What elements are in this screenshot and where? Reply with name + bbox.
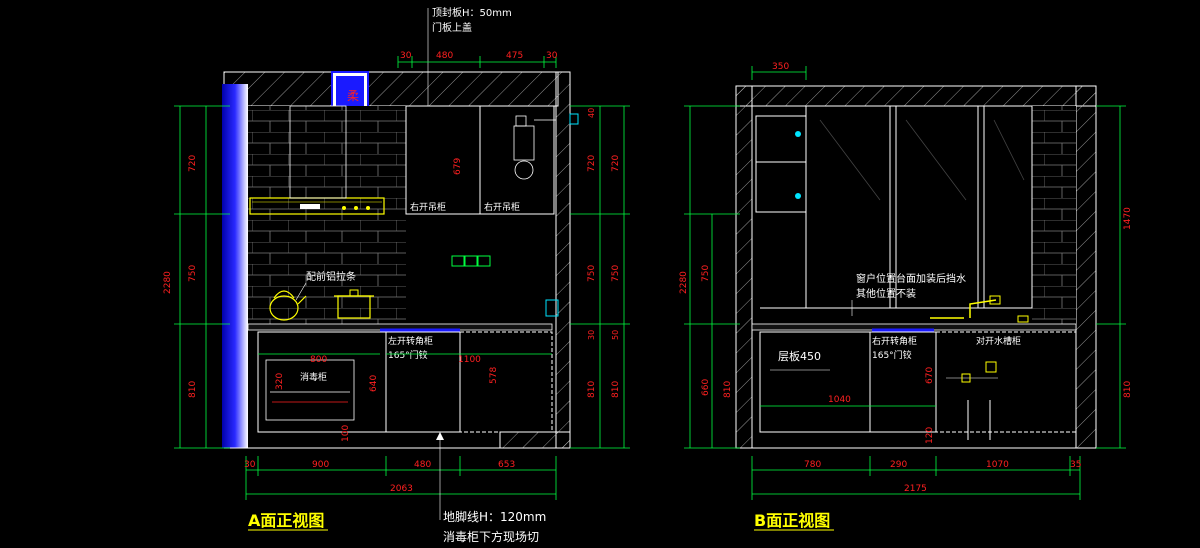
a-right-dim-5: 30 (587, 330, 596, 340)
a-top-dim-3: 475 (506, 51, 523, 61)
a-wall-cabinet-left-label: 右开吊柜 (410, 201, 446, 213)
a-right-dim-2: 750 (587, 265, 597, 282)
a-corner-label-2: 165°门铰 (388, 349, 428, 361)
a-plinth-note-2: 消毒柜下方现场切 (443, 529, 539, 544)
a-base-right (459, 331, 553, 433)
view-a: 柔 右开吊柜 右开吊柜 679 (163, 6, 630, 544)
a-top-dim-2: 480 (436, 51, 453, 61)
b-sink-label: 对开水槽柜 (976, 335, 1021, 347)
a-brick-wall (248, 106, 406, 324)
a-left-total: 2280 (163, 271, 173, 294)
a-right-dim-3: 810 (587, 381, 597, 398)
a-ceiling-hatch (223, 71, 559, 107)
b-faucet-icon (930, 295, 1029, 323)
a-right-dim-1: 720 (587, 155, 597, 172)
b-left-total: 2280 (679, 271, 689, 294)
b-window-note-2: 其他位置不装 (856, 287, 916, 300)
a-right-wall-hatch (555, 71, 571, 449)
a-right-dim-2b: 750 (611, 265, 621, 282)
b-bottom-dim-4: 35 (1070, 460, 1081, 470)
a-corner-cabinet (385, 331, 461, 433)
a-blue-column (222, 84, 248, 448)
a-plinth-note-1: 地脚线H：120mm (443, 509, 546, 524)
a-rail-label: 配前铝拉条 (306, 270, 356, 283)
a-kettle-icon (269, 290, 307, 321)
a-top-dim-4: 30 (546, 51, 558, 61)
b-shelf-label: 层板450 (778, 349, 821, 363)
a-dim-100: 100 (341, 425, 351, 442)
b-sink-cabinet (935, 331, 1077, 433)
b-open-shelf (759, 331, 871, 433)
b-brick-wall (1032, 106, 1076, 324)
b-right-wall-hatch (1075, 85, 1097, 449)
b-window-note-1: 窗户位置台面加装后挡水 (856, 272, 966, 285)
a-left-dim-3: 810 (188, 381, 198, 398)
b-left-wall-hatch (735, 85, 753, 449)
a-view-title: A面正视图 (248, 511, 324, 530)
b-bottom-dim-2: 290 (890, 460, 907, 470)
a-fridge-mark: 柔 (347, 89, 359, 103)
a-dim-578: 578 (489, 367, 499, 384)
b-right-bottom: 810 (1123, 381, 1133, 398)
a-hood-body (289, 105, 347, 199)
a-dim-640: 640 (369, 375, 379, 392)
a-right-dim-3b: 810 (611, 381, 621, 398)
b-bottom-dim-1: 780 (804, 460, 821, 470)
a-bottom-dim-1: 30 (244, 460, 256, 470)
a-dim-1100: 1100 (458, 355, 481, 365)
b-right-dim: 1470 (1123, 207, 1133, 230)
a-right-dim-1b: 720 (611, 155, 621, 172)
a-left-dim-1: 720 (188, 155, 198, 172)
a-left-dim-2: 750 (188, 265, 198, 282)
a-dim-679: 679 (453, 158, 463, 175)
b-left-dim-1: 750 (701, 265, 711, 282)
a-dim-800: 800 (310, 355, 327, 365)
a-sterilizer (265, 359, 355, 421)
a-wall-cabinet-right (479, 105, 555, 215)
a-bottom-total: 2063 (390, 484, 413, 494)
a-dim-320: 320 (275, 373, 285, 390)
a-bottom-dim-2: 900 (312, 460, 329, 470)
a-top-dim-1: 30 (400, 51, 412, 61)
b-corner-label-2: 165°门铰 (872, 349, 912, 361)
b-corner-label-1: 右开转角柜 (872, 335, 917, 347)
a-top-note-2: 门板上盖 (432, 21, 472, 34)
a-bottom-dim-4: 653 (498, 460, 515, 470)
b-shelf-unit (755, 115, 807, 213)
b-bottom-dim-3: 1070 (986, 460, 1009, 470)
b-left-dim-3: 660 (701, 379, 711, 396)
a-sterilizer-label: 消毒柜 (300, 371, 327, 383)
a-pot-icon (334, 289, 374, 319)
a-right-dim-6: 50 (611, 330, 620, 340)
a-floor-hatch (499, 431, 571, 449)
a-bottom-dim-3: 480 (414, 460, 431, 470)
a-top-note-1: 顶封板H：50mm (432, 6, 512, 19)
a-wall-cabinet-right-label: 右开吊柜 (484, 201, 520, 213)
a-sockets (451, 255, 491, 267)
b-ceiling-hatch (735, 85, 1097, 107)
view-b: 窗户位置台面加装后挡水 其他位置不装 层板450 右开转角柜 165°门铰 对开… (679, 62, 1133, 531)
b-bottom-total: 2175 (904, 484, 927, 494)
a-meter (513, 125, 535, 161)
b-view-title: B面正视图 (754, 511, 830, 530)
b-dim-120: 120 (925, 427, 935, 444)
b-top-dim: 350 (772, 62, 789, 72)
a-wall-cabinet-left (405, 105, 481, 215)
b-left-dim-2: 810 (723, 381, 733, 398)
b-dim-1040: 1040 (828, 395, 851, 405)
b-dim-670: 670 (925, 367, 935, 384)
a-corner-label-1: 左开转角柜 (388, 335, 433, 347)
a-right-dim-4: 40 (587, 108, 596, 118)
